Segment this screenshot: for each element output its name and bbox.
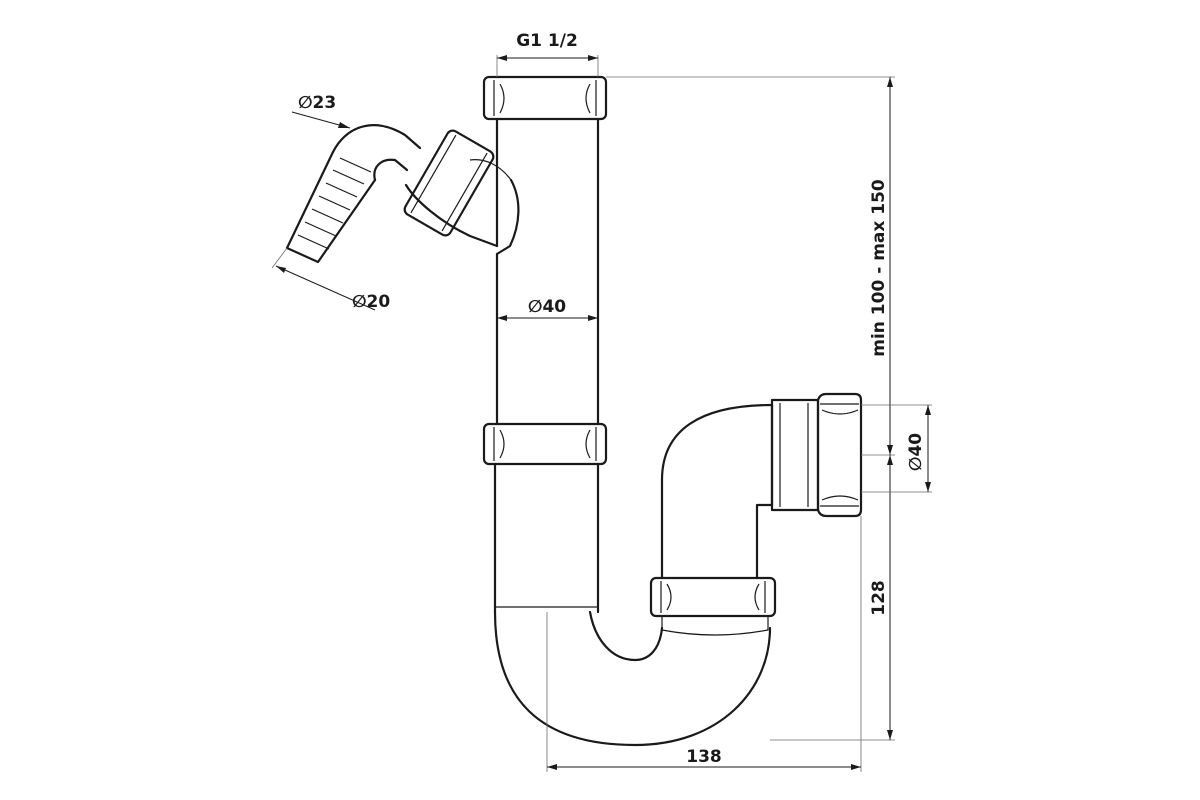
hose-connector [285, 150, 377, 264]
hose-inner-label: ∅20 [352, 292, 390, 312]
hose-elbow [331, 124, 422, 182]
thread-label: G1 1/2 [516, 31, 578, 51]
upper-tube [495, 117, 600, 426]
trap-width-label: 138 [686, 747, 722, 767]
top-nut [482, 75, 608, 121]
height-range-dimension [606, 76, 895, 741]
thread-dimension [496, 55, 599, 77]
height-range-label: min 100 - max 150 [869, 179, 889, 357]
outlet-adapter [770, 398, 820, 512]
lower-tube [493, 462, 600, 614]
trap-width-dimension [546, 516, 862, 772]
outlet-diameter-dimension [861, 404, 932, 493]
bend-nut [649, 576, 777, 636]
tube-diameter-dimension [497, 315, 598, 321]
hose-outer-dimension [291, 111, 351, 129]
middle-nut [482, 422, 608, 466]
outlet-elbow [660, 403, 774, 580]
outlet-nut [816, 392, 863, 518]
u-bend [493, 610, 772, 747]
hose-outer-label: ∅23 [298, 93, 336, 113]
hose-inner-dimension [271, 247, 376, 311]
trap-height-label: 128 [869, 580, 889, 616]
tube-diameter-label: ∅40 [528, 297, 566, 317]
outlet-diameter-label: ∅40 [906, 433, 926, 471]
side-branch [404, 159, 520, 256]
side-nut [403, 129, 495, 237]
